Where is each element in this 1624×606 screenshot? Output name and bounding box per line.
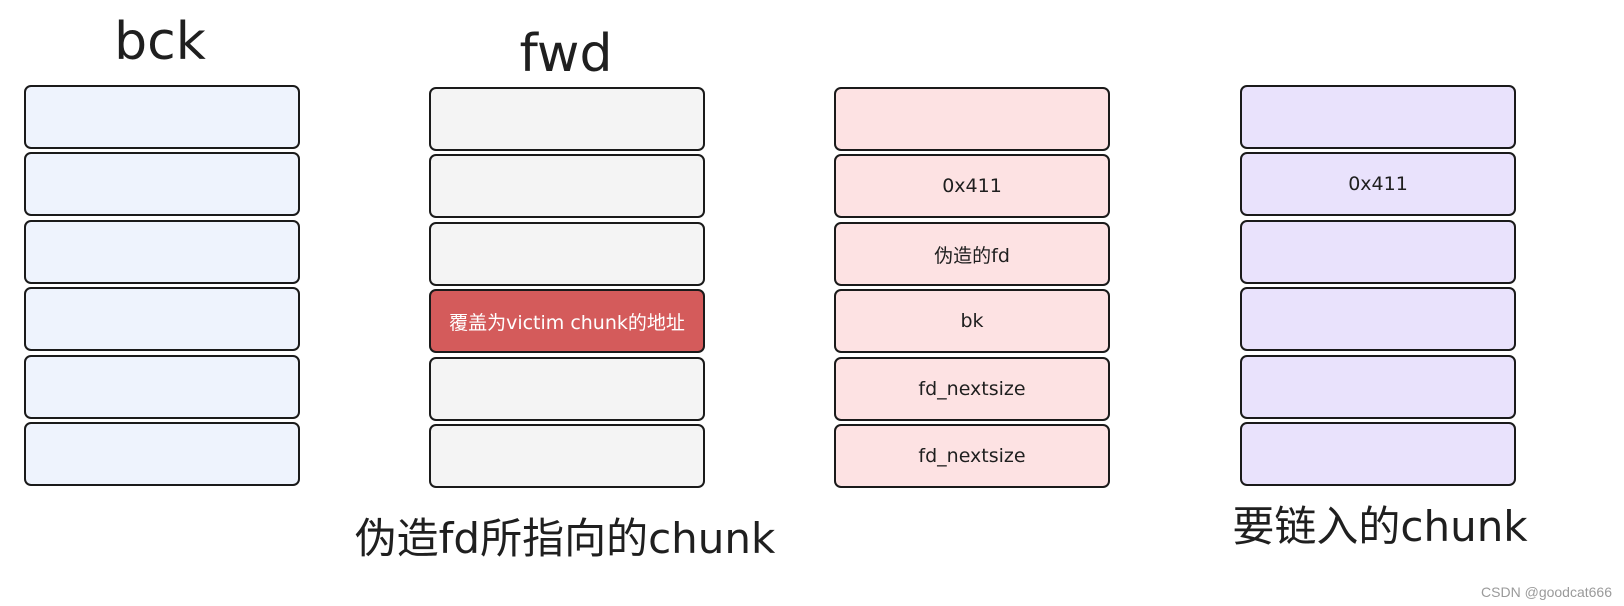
fake-cell-bk: bk <box>834 289 1110 353</box>
fwd-cell <box>429 87 705 151</box>
fake-cell-fd: 伪造的fd <box>834 222 1110 286</box>
fake-cell-fd-nextsize: fd_nextsize <box>834 424 1110 488</box>
fwd-cell <box>429 222 705 286</box>
bck-title: bck <box>114 12 206 72</box>
fake-cell-size: 0x411 <box>834 154 1110 218</box>
target-cell <box>1240 220 1516 284</box>
target-caption: 要链入的chunk <box>1232 502 1528 551</box>
target-cell <box>1240 85 1516 149</box>
target-cell <box>1240 287 1516 351</box>
bck-cell <box>24 287 300 351</box>
watermark: CSDN @goodcat666 <box>1481 584 1612 600</box>
fwd-cell <box>429 424 705 488</box>
bck-cell <box>24 152 300 216</box>
bck-cell <box>24 85 300 149</box>
fwd-cell-bk-overwrite: 覆盖为victim chunk的地址 <box>429 289 705 353</box>
fake-cell <box>834 87 1110 151</box>
bck-cell <box>24 355 300 419</box>
fwd-title: fwd <box>519 24 613 84</box>
target-cell <box>1240 355 1516 419</box>
fwd-cell <box>429 154 705 218</box>
bck-cell <box>24 422 300 486</box>
fake-cell-fd-nextsize: fd_nextsize <box>834 357 1110 421</box>
fwd-caption: 伪造fd所指向的chunk <box>354 514 776 563</box>
bck-cell <box>24 220 300 284</box>
target-cell <box>1240 422 1516 486</box>
target-cell-size: 0x411 <box>1240 152 1516 216</box>
fwd-cell <box>429 357 705 421</box>
